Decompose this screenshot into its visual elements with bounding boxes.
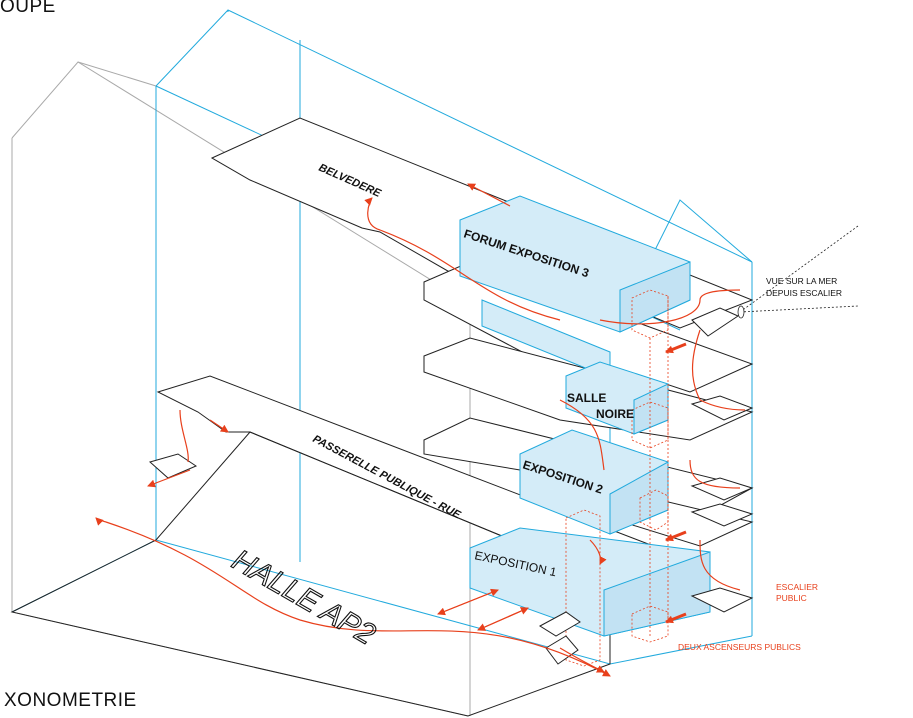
ascenseurs-label: DEUX ASCENSEURS PUBLICS	[678, 642, 801, 652]
escalier-label-1: ESCALIER	[776, 582, 818, 592]
access-arrows	[665, 342, 687, 624]
bottom-title: XONOMETRIE	[4, 690, 137, 711]
escalier-label-2: PUBLIC	[776, 593, 807, 603]
halle-label: HALLE AP2	[227, 543, 381, 651]
salle-noire-label-2: NOIRE	[596, 407, 634, 421]
salle-noire-label-1: SALLE	[567, 391, 606, 405]
circulation-paths	[95, 183, 746, 677]
top-title: OUPE	[0, 0, 56, 17]
view-annotation	[737, 225, 859, 319]
expo2-volume	[519, 429, 669, 535]
salle-noire-volume	[565, 361, 669, 435]
stairs	[148, 307, 754, 665]
vue-label-1: VUE SUR LA MER	[766, 276, 837, 286]
vue-label-2: DEPUIS ESCALIER	[766, 288, 842, 298]
